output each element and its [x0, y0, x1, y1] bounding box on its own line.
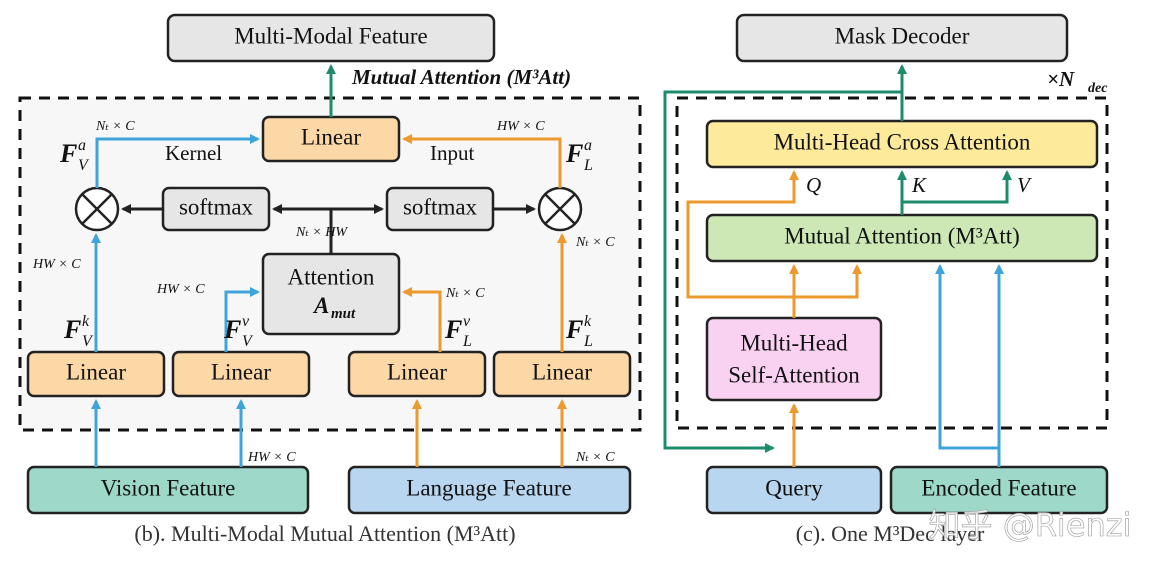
svg-text:L: L	[583, 157, 593, 174]
k-label: K	[911, 173, 927, 197]
language-feature-label: Language Feature	[406, 475, 571, 500]
linear-lv-label: Linear	[387, 359, 447, 384]
kernel-label: Kernel	[165, 141, 222, 165]
svg-text:F: F	[223, 315, 241, 344]
watermark: 知乎 @Rienzi	[929, 506, 1132, 544]
dim-hw-c-left: HW × C	[32, 257, 81, 272]
svg-text:F: F	[565, 139, 583, 168]
svg-text:k: k	[82, 313, 90, 330]
multiply-right-icon	[537, 186, 583, 232]
feature-fla-label: F a L	[565, 137, 593, 174]
linear-vv-label: Linear	[211, 359, 271, 384]
mask-decoder-label: Mask Decoder	[835, 23, 970, 48]
svg-text:L: L	[583, 333, 593, 350]
linear-vv-box	[171, 350, 311, 398]
feature-fva-label: F a V	[59, 137, 90, 174]
linear-vk-label: Linear	[66, 359, 126, 384]
feature-fvk-label: F k V	[63, 313, 94, 350]
linear-lv-box	[347, 350, 487, 398]
repeat-sub-label: dec	[1088, 81, 1108, 96]
q-label: Q	[806, 173, 821, 197]
multiply-left-icon	[74, 186, 120, 232]
attention-label: Attention	[288, 264, 375, 289]
arrow-loop-to-query	[663, 90, 902, 453]
attention-sub-label: mut	[331, 306, 356, 322]
dim-nt-c-right: Nₜ × C	[575, 235, 615, 250]
arrow-mutual-to-v	[902, 170, 1012, 204]
mutual-attention-label: Mutual Attention (M³Att)	[784, 223, 1020, 248]
svg-text:F: F	[444, 315, 462, 344]
attention-a-label: A	[312, 293, 329, 318]
vision-feature-box	[26, 465, 310, 515]
arrow-self-to-mutual-2	[794, 264, 862, 299]
feature-flv-label: F v L	[444, 313, 472, 350]
svg-text:v: v	[242, 313, 250, 330]
input-label: Input	[430, 141, 474, 165]
linear-output-label: Linear	[301, 124, 361, 149]
multi-modal-feature-label: Multi-Modal Feature	[234, 23, 428, 48]
svg-text:k: k	[584, 313, 592, 330]
dim-nt-c-mid: Nₜ × C	[445, 286, 485, 301]
self-attention-label-1: Multi-Head	[740, 330, 848, 355]
multi-modal-feature-box	[166, 13, 496, 63]
mask-decoder-box	[735, 13, 1069, 63]
arrow-self-to-q	[686, 170, 799, 318]
softmax-right-label: softmax	[403, 194, 478, 219]
feature-fvv-label: F v V	[223, 313, 254, 350]
arrow-encoded-to-mutual-2	[935, 264, 999, 450]
linear-lk-label: Linear	[532, 359, 592, 384]
svg-text:a: a	[584, 137, 592, 154]
dim-hw-c-mid: HW × C	[156, 282, 205, 297]
svg-text:v: v	[463, 313, 471, 330]
left-caption: (b). Multi-Modal Mutual Attention (M³Att…	[134, 521, 515, 546]
svg-text:V: V	[78, 157, 90, 174]
language-feature-box	[347, 465, 632, 515]
svg-text:V: V	[82, 333, 94, 350]
svg-text:F: F	[59, 139, 77, 168]
m3dec-layer-frame	[675, 96, 1109, 430]
svg-text:F: F	[63, 315, 81, 344]
arrow-fva-to-linear	[95, 134, 260, 188]
dim-hw-c-bottom: HW × C	[247, 450, 296, 465]
svg-text:a: a	[78, 137, 86, 154]
svg-text:L: L	[462, 333, 472, 350]
vision-feature-label: Vision Feature	[101, 475, 236, 500]
cross-attention-label: Multi-Head Cross Attention	[774, 129, 1031, 154]
module-title: Mutual Attention (M³Att)	[351, 65, 571, 89]
svg-text:F: F	[565, 315, 583, 344]
feature-flk-label: F k L	[565, 313, 593, 350]
arrow-fvv-to-attention	[224, 287, 260, 352]
dim-nt-c-bottom: Nₜ × C	[575, 450, 615, 465]
encoded-feature-label: Encoded Feature	[921, 475, 1076, 500]
softmax-left-label: softmax	[179, 194, 254, 219]
arrow-flv-to-attention	[402, 287, 442, 352]
dim-nt-hw: Nₜ × HW	[295, 225, 348, 240]
self-attention-label-2: Self-Attention	[728, 362, 860, 387]
right-caption: (c). One M³Dec layer	[796, 521, 985, 546]
dim-nt-c-top-left: Nₜ × C	[95, 119, 135, 134]
svg-text:V: V	[242, 333, 254, 350]
arrow-fla-to-linear	[402, 134, 562, 188]
v-label: V	[1017, 173, 1032, 197]
dim-hw-c-top-right: HW × C	[496, 119, 545, 134]
query-label: Query	[765, 475, 823, 500]
repeat-label: ×N	[1047, 67, 1075, 91]
